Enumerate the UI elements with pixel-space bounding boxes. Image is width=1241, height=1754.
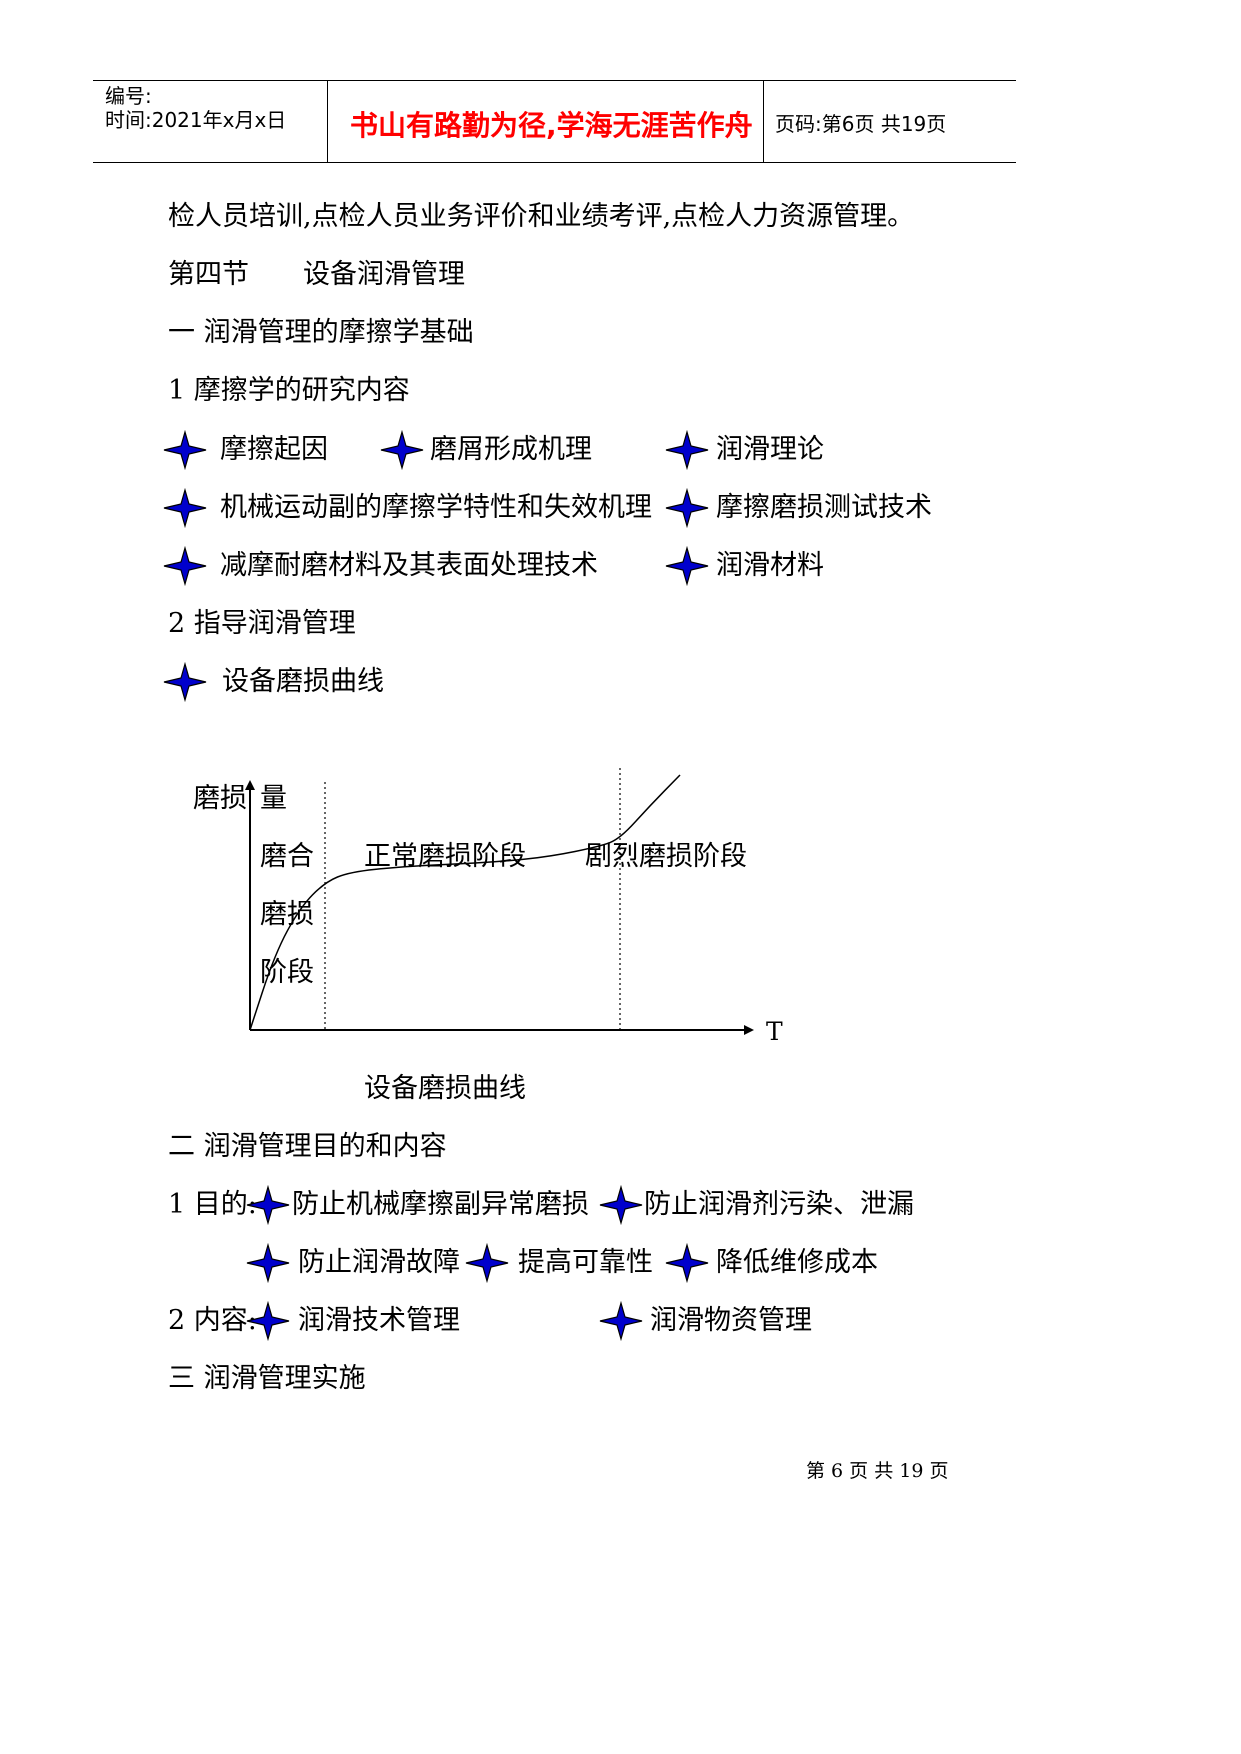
goal-label: 1 目的: <box>168 1189 257 1220</box>
header-page-info: 页码:第6页 共19页 <box>775 112 947 136</box>
part1-title: 一 润滑管理的摩擦学基础 <box>168 317 474 348</box>
header-top-rule <box>93 80 1016 81</box>
goal-item: 降低维修成本 <box>716 1247 878 1278</box>
star-bullet-icon <box>464 1243 510 1283</box>
star-bullet-icon <box>162 430 208 470</box>
star-bullet-icon <box>664 430 710 470</box>
chart-stage1-line2: 磨损 <box>260 899 314 930</box>
header-motto: 书山有路勤为径,学海无涯苦作舟 <box>350 109 753 142</box>
star-bullet-icon <box>245 1301 291 1341</box>
bullet-item: 磨屑形成机理 <box>430 434 592 465</box>
goal-item: 防止润滑剂污染、泄漏 <box>644 1189 914 1220</box>
star-bullet-icon <box>664 488 710 528</box>
wear-curve-line <box>249 774 681 1031</box>
chart-xlabel: T <box>766 1017 783 1046</box>
content-label: 2 内容: <box>168 1305 257 1336</box>
wear-curve-chart <box>245 768 754 1035</box>
chart-caption: 设备磨损曲线 <box>364 1073 526 1104</box>
goal-item: 防止机械摩擦副异常磨损 <box>292 1189 589 1220</box>
star-bullet-icon <box>245 1185 291 1225</box>
chart-stage1-line1: 磨合 <box>260 841 314 872</box>
star-bullet-icon <box>162 546 208 586</box>
star-bullet-icon <box>598 1301 644 1341</box>
star-bullet-icon <box>245 1243 291 1283</box>
bullet-item: 设备磨损曲线 <box>222 666 384 697</box>
section-title: 第四节 设备润滑管理 <box>168 259 465 290</box>
star-bullet-icon <box>664 546 710 586</box>
chart-ylabel-b: 量 <box>260 783 287 814</box>
bullet-item: 摩擦起因 <box>220 434 328 465</box>
sub2-title: 2 指导润滑管理 <box>168 608 356 639</box>
star-bullet-icon <box>162 662 208 702</box>
goal-item: 防止润滑故障 <box>298 1247 460 1278</box>
star-bullet-icon <box>598 1185 644 1225</box>
header-time-label: 时间:2021年x月x日 <box>105 108 287 132</box>
content-item: 润滑技术管理 <box>298 1305 460 1336</box>
part2-title: 二 润滑管理目的和内容 <box>168 1131 447 1162</box>
chart-stage1-line3: 阶段 <box>260 957 314 988</box>
bullet-item: 润滑材料 <box>716 550 824 581</box>
star-bullet-icon <box>162 488 208 528</box>
part3-title: 三 润滑管理实施 <box>168 1363 366 1394</box>
bullet-item: 摩擦磨损测试技术 <box>716 492 932 523</box>
page-footer: 第 6 页 共 19 页 <box>806 1460 949 1482</box>
star-bullet-icon <box>664 1243 710 1283</box>
chart-stage3-label: 剧烈磨损阶段 <box>585 841 747 872</box>
bullet-item: 减摩耐磨材料及其表面处理技术 <box>220 550 598 581</box>
body-line-continuation: 检人员培训,点检人员业务评价和业绩考评,点检人力资源管理。 <box>168 201 915 232</box>
chart-stage2-label: 正常磨损阶段 <box>364 841 526 872</box>
star-bullet-icon <box>379 430 425 470</box>
header-divider-right <box>763 80 764 162</box>
bullet-item: 润滑理论 <box>716 434 824 465</box>
content-item: 润滑物资管理 <box>650 1305 812 1336</box>
header-divider-left <box>327 80 328 162</box>
chart-ylabel-a: 磨损 <box>193 783 247 814</box>
header-number-label: 编号: <box>105 84 152 108</box>
sub1-title: 1 摩擦学的研究内容 <box>168 375 410 406</box>
goal-item: 提高可靠性 <box>518 1247 653 1278</box>
bullet-item: 机械运动副的摩擦学特性和失效机理 <box>220 492 652 523</box>
header-bottom-rule <box>93 162 1016 163</box>
